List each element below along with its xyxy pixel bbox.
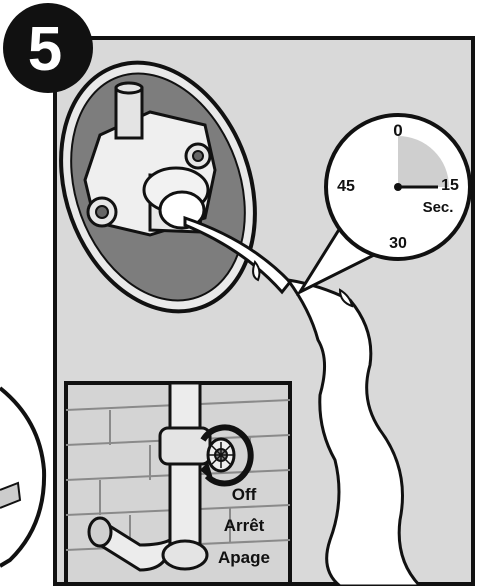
timer-label-30: 30 [389,235,407,252]
timer-unit: Sec. [423,199,454,216]
valve-label-apage: Apage [218,548,270,567]
valve-label-off: Off [232,485,257,504]
step-number-badge: 5 [3,3,93,93]
shutoff-valve-inset: Off Arrêt Apage [66,383,290,584]
left-nut-icon [88,198,116,226]
valve-handle-icon [208,439,234,471]
adjacent-step-detail [0,388,44,566]
timer-clock: 0 15 Sec. 30 45 [326,115,470,259]
timer-label-45: 45 [337,178,355,195]
step-number: 5 [28,15,62,84]
valve-label-arret: Arrêt [224,516,265,535]
timer-label-15: 15 [441,177,459,194]
timer-label-0: 0 [393,121,402,140]
right-nut-icon [186,144,210,168]
